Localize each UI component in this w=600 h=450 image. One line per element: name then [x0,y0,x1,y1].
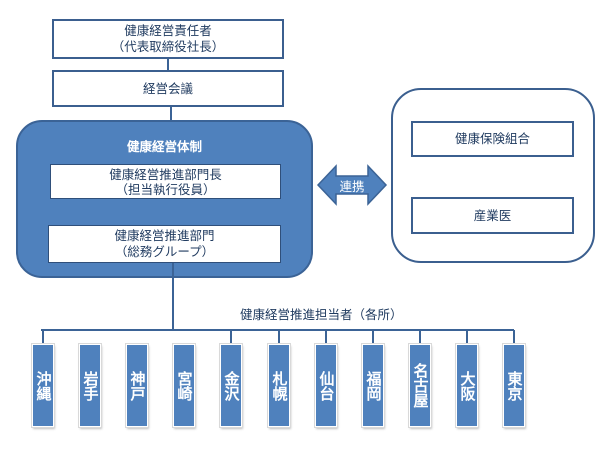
office-name: 神戸 [128,370,147,401]
occupational-physician-box: 産業医 [411,197,574,234]
office-name: 東京 [505,370,524,401]
promotion-dept-box: 健康経営推進部門 （総務グループ） [48,225,281,263]
management-meeting-box: 経営会議 [52,70,284,107]
office-box: 福岡 [361,343,385,428]
office-name: 名古屋 [411,363,430,408]
office-box: 神戸 [125,343,149,428]
office-box: 岩手 [78,343,102,428]
office-connector [466,330,468,344]
office-connector [42,330,44,344]
health-officer-box: 健康経営責任者 （代表取締役社長） [52,19,284,59]
connector-trunk [172,263,174,331]
office-connector [419,330,421,344]
office-connector [372,330,374,344]
promotion-dept-title: 健康経営推進部門 [114,228,215,243]
office-box: 沖縄 [31,343,55,428]
health-officer-subtitle: （代表取締役社長） [111,39,225,54]
office-name: 福岡 [364,370,383,401]
offices-label: 健康経営推進担当者（各所） [240,307,403,322]
office-box: 金沢 [219,343,243,428]
office-connector [230,330,232,344]
health-officer-title: 健康経営責任者 [124,23,212,38]
system-panel-title: 健康経営体制 [126,139,202,154]
office-name: 宮崎 [175,370,194,401]
partner-panel [391,88,595,263]
management-meeting-label: 経営会議 [142,80,193,96]
office-box: 宮崎 [172,343,196,428]
office-connector [325,330,327,344]
health-insurance-union-label: 健康保険組合 [454,131,530,146]
office-name: 金沢 [222,370,241,401]
health-insurance-union-box: 健康保険組合 [411,121,574,157]
promotion-head-box: 健康経営推進部門長 （担当執行役員） [50,164,281,199]
office-name: 岩手 [81,370,100,401]
office-box: 仙台 [314,343,338,428]
link-arrow-label: 連携 [339,179,365,194]
office-name: 仙台 [317,370,336,401]
promotion-head-subtitle: （担当執行役員） [115,181,216,197]
office-connector [513,330,515,344]
connector-top-meeting [167,59,169,70]
office-name: 札幌 [270,370,289,401]
connector-bus [41,329,514,331]
promotion-head-title: 健康経営推進部門長 [109,166,222,182]
promotion-dept-subtitle: （総務グループ） [114,244,215,259]
occupational-physician-label: 産業医 [473,207,512,223]
connector-meeting-system [170,107,172,121]
office-connector [278,330,280,344]
office-box: 東京 [502,343,526,428]
link-double-arrow-icon [316,164,388,206]
office-box: 大阪 [455,343,479,428]
office-box: 札幌 [267,343,291,428]
office-name: 沖縄 [34,370,53,401]
office-box: 名古屋 [408,343,432,428]
office-name: 大阪 [458,370,477,401]
